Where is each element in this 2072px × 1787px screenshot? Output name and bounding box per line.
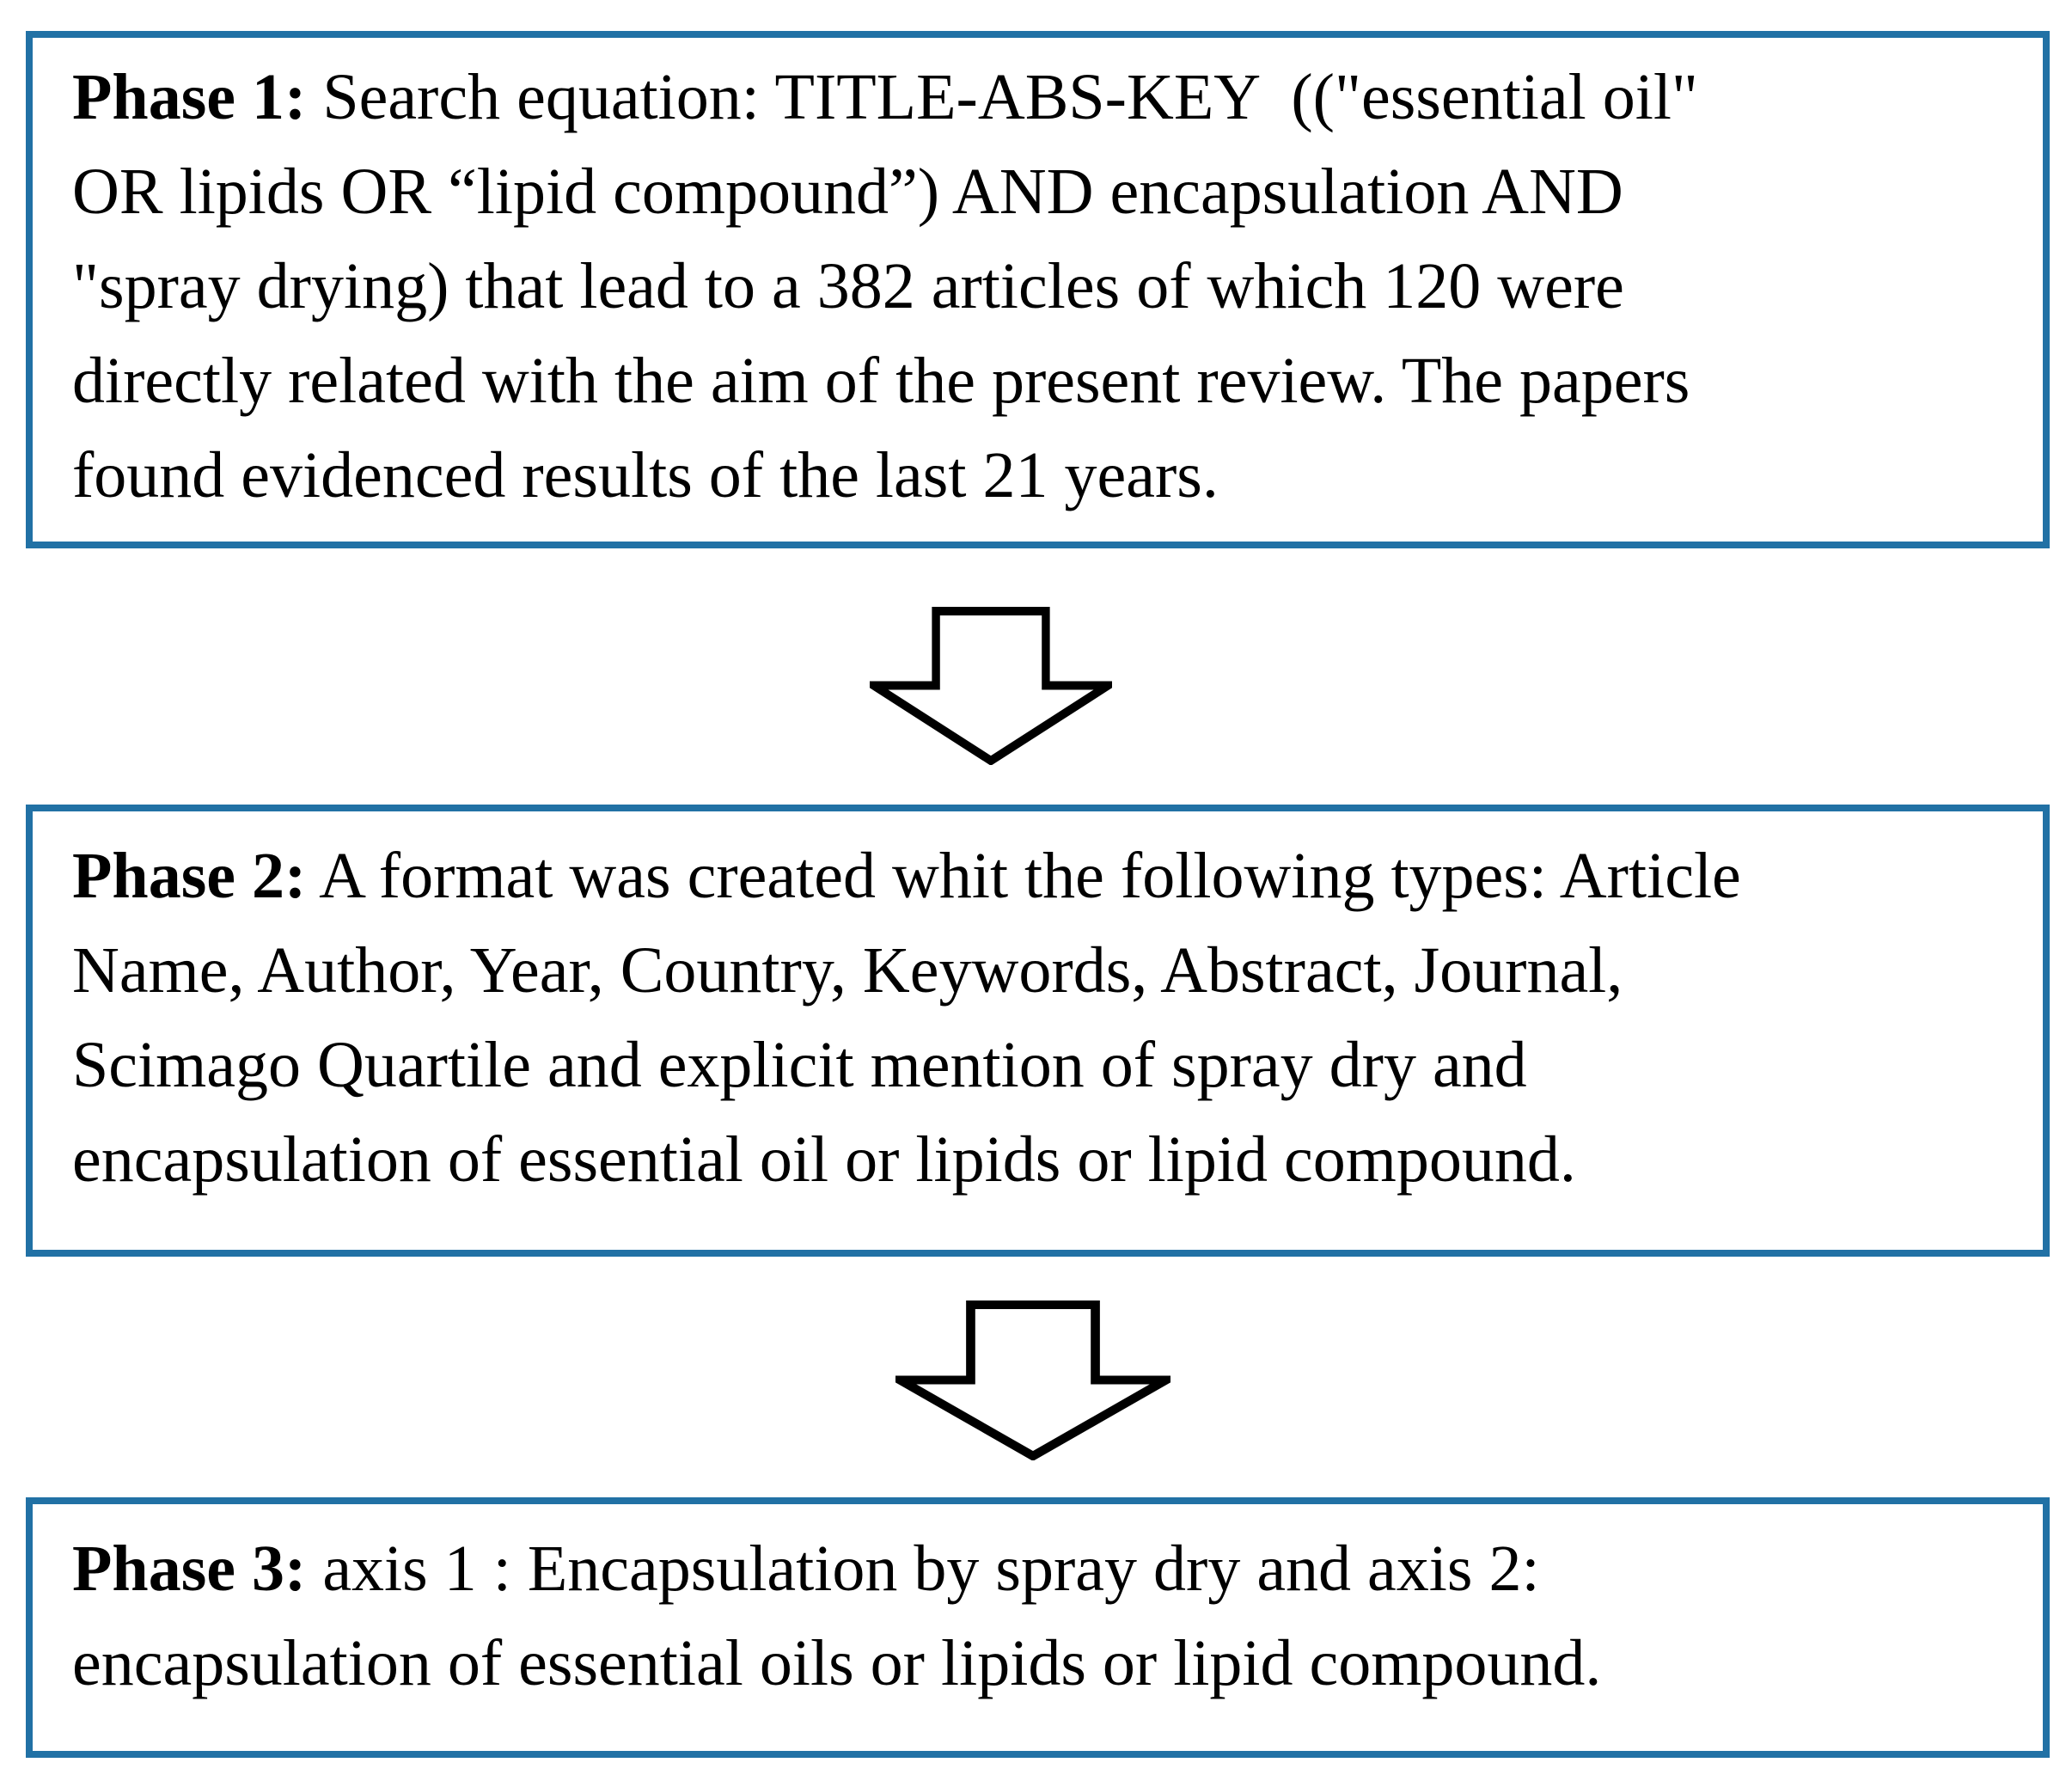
phase-1-line-3: "spray drying) that lead to a 382 articl… (72, 250, 1624, 322)
phase-3-box: Phase 3: axis 1 : Encapsulation by spray… (26, 1497, 2050, 1758)
phase-3-line-1-text: axis 1 : Encapsulation by spray dry and … (306, 1533, 1540, 1605)
phase-1-line-1: Phase 1: Search equation: TITLE-ABS-KEY … (72, 50, 2012, 144)
phase-1-box: Phase 1: Search equation: TITLE-ABS-KEY … (26, 31, 2050, 548)
down-block-arrow-icon (895, 1300, 1170, 1460)
phase-2-line-3: Scimago Quartile and explicit mention of… (72, 1029, 1527, 1101)
phase-2-label: Phase 2: (72, 840, 307, 912)
phase-1-label: Phase 1: (72, 61, 307, 133)
phase-2-line-1: Phase 2: A format was created whit the f… (72, 829, 2012, 923)
phase-3-label: Phase 3: (72, 1533, 307, 1605)
phase-2-line-1-text: A format was created whit the following … (306, 840, 1741, 912)
phase-3-line-2: encapsulation of essential oils or lipid… (72, 1627, 1602, 1699)
phase-2-line-2: Name, Author, Year, Country, Keywords, A… (72, 934, 1623, 1007)
phase-3-line-1: Phase 3: axis 1 : Encapsulation by spray… (72, 1521, 2012, 1616)
down-block-arrow-icon (870, 607, 1112, 765)
phase-2-line-4: encapsulation of essential oil or lipids… (72, 1123, 1576, 1196)
phase-2-box: Phase 2: A format was created whit the f… (26, 805, 2050, 1257)
phase-1-line-4: directly related with the aim of the pre… (72, 345, 1690, 417)
phase-1-line-5: found evidenced results of the last 21 y… (72, 439, 1219, 511)
phase-1-line-1-text: Search equation: TITLE-ABS-KEY (("essent… (306, 61, 1698, 133)
phase-1-line-2: OR lipids OR “lipid compound”) AND encap… (72, 156, 1623, 228)
